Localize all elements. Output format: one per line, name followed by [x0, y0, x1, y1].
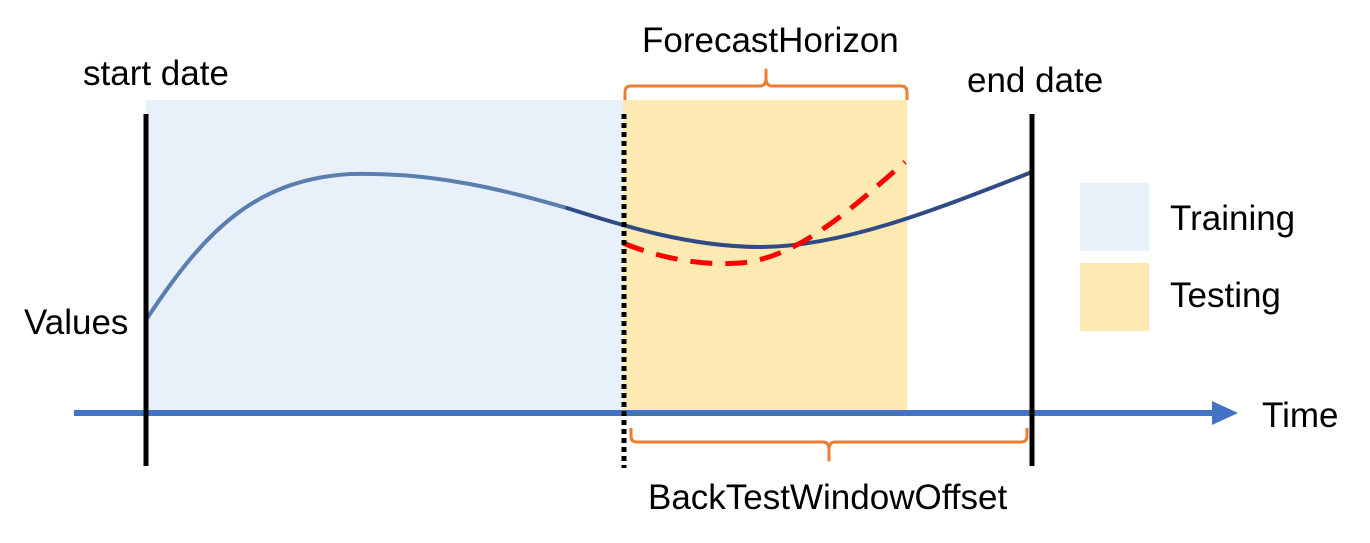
forecast-horizon-brace — [623, 68, 909, 100]
forecast-curve — [622, 160, 907, 267]
start-date-label: start date — [83, 54, 229, 93]
legend-testing-label: Testing — [1170, 276, 1281, 315]
values-label: Values — [24, 303, 128, 342]
actual-values-curve-training — [144, 171, 569, 322]
time-label: Time — [1262, 396, 1338, 435]
end-date-label: end date — [967, 61, 1103, 100]
time-axis-arrow-icon — [1212, 401, 1238, 425]
legend-training-swatch — [1080, 183, 1149, 251]
legend-training-label: Training — [1170, 199, 1295, 238]
backtest-window-offset-label: BackTestWindowOffset — [648, 478, 1007, 517]
legend-testing-swatch — [1080, 263, 1149, 331]
forecast-horizon-label: ForecastHorizon — [642, 21, 899, 60]
training-region — [146, 100, 623, 412]
backtest-window-offset-brace — [629, 428, 1029, 462]
legend: Training Testing — [1080, 183, 1295, 331]
